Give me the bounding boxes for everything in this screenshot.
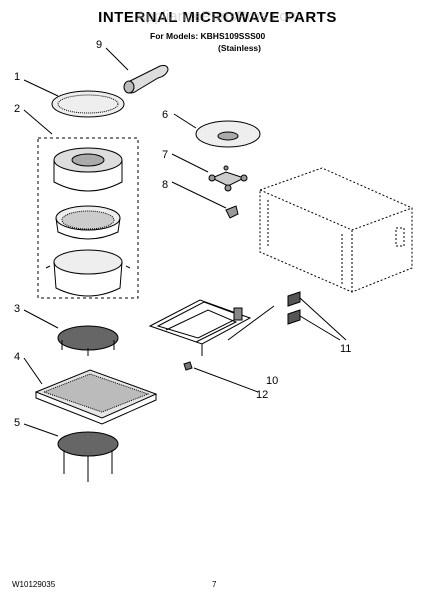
callout-12: 12 bbox=[256, 389, 268, 401]
callout-1: 1 bbox=[14, 71, 20, 83]
part-7-roller-support bbox=[208, 165, 248, 192]
part-11-brackets bbox=[287, 291, 301, 325]
oven-cavity bbox=[259, 167, 413, 293]
part-1-ring bbox=[51, 90, 125, 118]
part-9-handle bbox=[123, 65, 169, 94]
callout-7: 7 bbox=[162, 149, 168, 161]
part-5-high-rack bbox=[57, 431, 119, 482]
page-number: 7 bbox=[212, 580, 217, 589]
part-4-tray bbox=[34, 369, 158, 425]
document-id: W10129035 bbox=[12, 580, 56, 589]
callout-8: 8 bbox=[162, 179, 168, 191]
page-title: INTERNAL MICROWAVE PARTS bbox=[98, 9, 337, 26]
callout-10: 10 bbox=[266, 375, 278, 387]
callout-5: 5 bbox=[14, 417, 20, 429]
callout-4: 4 bbox=[14, 351, 20, 363]
callout-3: 3 bbox=[14, 303, 20, 315]
part-2-steamer-set bbox=[37, 137, 139, 299]
finish-label: (Stainless) bbox=[218, 43, 261, 53]
leader-lines bbox=[23, 47, 347, 437]
part-6-turntable bbox=[195, 120, 261, 148]
models-line: For Models: KBHS109SSS00 bbox=[150, 31, 266, 41]
part-3-low-rack bbox=[57, 325, 119, 356]
part-8-coupler bbox=[225, 205, 239, 219]
callout-9: 9 bbox=[96, 39, 102, 51]
part-12-screw bbox=[183, 361, 193, 371]
callout-2: 2 bbox=[14, 103, 20, 115]
part-10-heating-element bbox=[148, 299, 252, 356]
callout-6: 6 bbox=[162, 109, 168, 121]
callout-11: 11 bbox=[340, 343, 351, 355]
